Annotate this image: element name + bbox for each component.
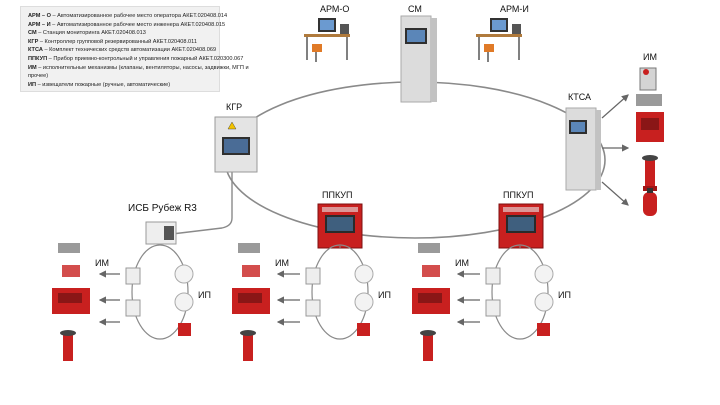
ktsa-arrow-1 [601,94,629,119]
arm-i-workstation [476,18,522,62]
legend-line: СМ – Станция мониторинга АКЕТ.020408.013 [28,30,146,37]
legend-abbr: АРМ – О [28,13,51,19]
label-ip-1: ИП [198,290,211,300]
legend-line: КТСА – Комплект технических средств авто… [28,47,216,54]
label-sm: СМ [408,4,422,14]
legend-line: КГР – Контроллер групповой резервированн… [28,39,197,46]
legend-abbr: КТСА [28,47,43,54]
legend-abbr: АРМ – И [28,21,51,28]
legend-abbr: ИП [28,81,37,88]
legend-line: ИП – извещатели пожарные (ручные, автома… [28,82,170,89]
label-im-1: ИМ [95,258,109,268]
ppkup-1-device [317,203,363,249]
legend-text: – исполнительные механизмы (клапаны, вен… [36,64,249,71]
label-ppkup-2: ППКУП [503,190,534,200]
label-im-right: ИМ [643,52,657,62]
arm-o-workstation [304,18,350,62]
legend-text: – извещатели пожарные (ручные, автоматич… [36,81,171,88]
ppkup-2-device [498,203,544,249]
ktsa-arrow-3 [601,181,629,206]
kgr-controller [214,116,258,173]
sm-cabinet [400,15,437,103]
legend-line: АРМ – И – Автоматизированное рабочее мес… [28,22,225,29]
legend-abbr: ППКУП [28,56,48,62]
isb-device [145,221,177,245]
cluster-3 [412,243,554,361]
label-im-3: ИМ [455,258,469,268]
legend-abbr: ИМ [28,64,37,71]
legend-text: – Станция мониторинга АКЕТ.020408.013 [36,30,146,37]
legend-text: – Прибор приемно-контрольный и управлени… [47,56,244,62]
ktsa-cabinet [565,107,601,191]
legend-text: – Автоматизированное рабочее место опера… [50,13,228,19]
legend-line: АРМ – О – Автоматизированное рабочее мес… [28,13,227,20]
label-ppkup-1: ППКУП [322,190,353,200]
legend-line: ППКУП – Прибор приемно-контрольный и упр… [28,56,243,63]
label-ktsa: КТСА [568,92,592,102]
legend-line: прочее) [28,73,48,80]
label-kgr: КГР [226,102,243,112]
legend-text: – Контроллер групповой резервированный А… [38,38,197,45]
legend-abbr: КГР [28,38,39,45]
network-ring [224,81,606,239]
legend-text: – Комплект технических средств автоматиз… [42,47,217,54]
cluster-1 [52,243,194,361]
label-arm-o: АРМ-О [320,4,350,14]
label-ip-3: ИП [558,290,571,300]
label-im-2: ИМ [275,258,289,268]
im-right-group [636,67,664,216]
legend-text: прочее) [28,73,49,80]
legend-abbr: СМ [28,30,37,37]
label-arm-i: АРМ-И [500,4,529,14]
kgr-isb-link [171,172,233,235]
label-ip-2: ИП [378,290,391,300]
legend-box [20,6,220,92]
label-isb: ИСБ Рубеж R3 [128,203,197,214]
legend-text: – Автоматизированное рабочее место инжен… [50,21,226,28]
cluster-2 [232,243,374,361]
legend-line: ИМ – исполнительные механизмы (клапаны, … [28,65,249,72]
